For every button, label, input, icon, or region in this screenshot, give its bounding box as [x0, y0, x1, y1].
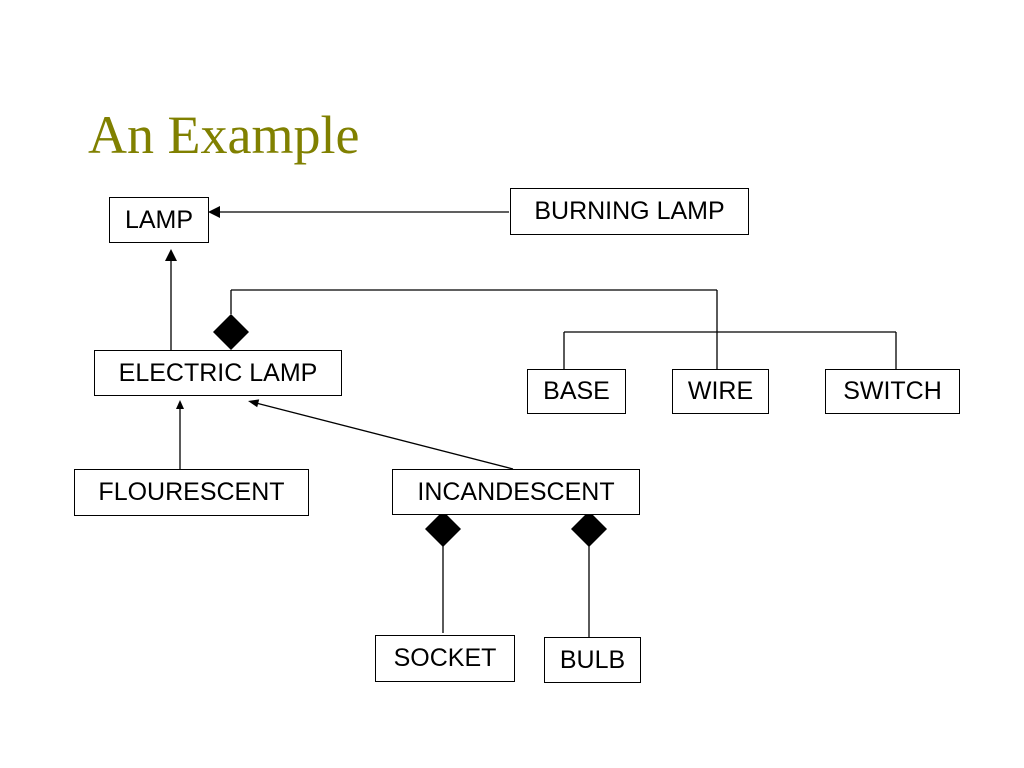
- slide-title: An Example: [88, 105, 360, 165]
- arrowhead-lamp-bottom: [165, 249, 177, 261]
- arrowhead-electric-lamp-bottom-right: [248, 399, 260, 408]
- node-wire: WIRE: [672, 369, 769, 414]
- node-lamp: LAMP: [109, 197, 209, 243]
- node-socket: SOCKET: [375, 635, 515, 682]
- node-incandescent: INCANDESCENT: [392, 469, 640, 515]
- connector-incandescent-to-electric-lamp: [255, 402, 514, 470]
- node-flourescent: FLOURESCENT: [74, 469, 309, 516]
- node-electric-lamp: ELECTRIC LAMP: [94, 350, 342, 396]
- node-burning-lamp: BURNING LAMP: [510, 188, 749, 235]
- node-base: BASE: [527, 369, 626, 414]
- node-switch: SWITCH: [825, 369, 960, 414]
- aggregation-diamond-electric-lamp: [213, 314, 249, 350]
- node-bulb: BULB: [544, 637, 641, 683]
- arrowhead-lamp-right: [208, 206, 220, 218]
- aggregation-diamond-bulb: [571, 511, 607, 547]
- aggregation-diamond-socket: [425, 511, 461, 547]
- arrowhead-electric-lamp-bottom-left: [176, 400, 184, 409]
